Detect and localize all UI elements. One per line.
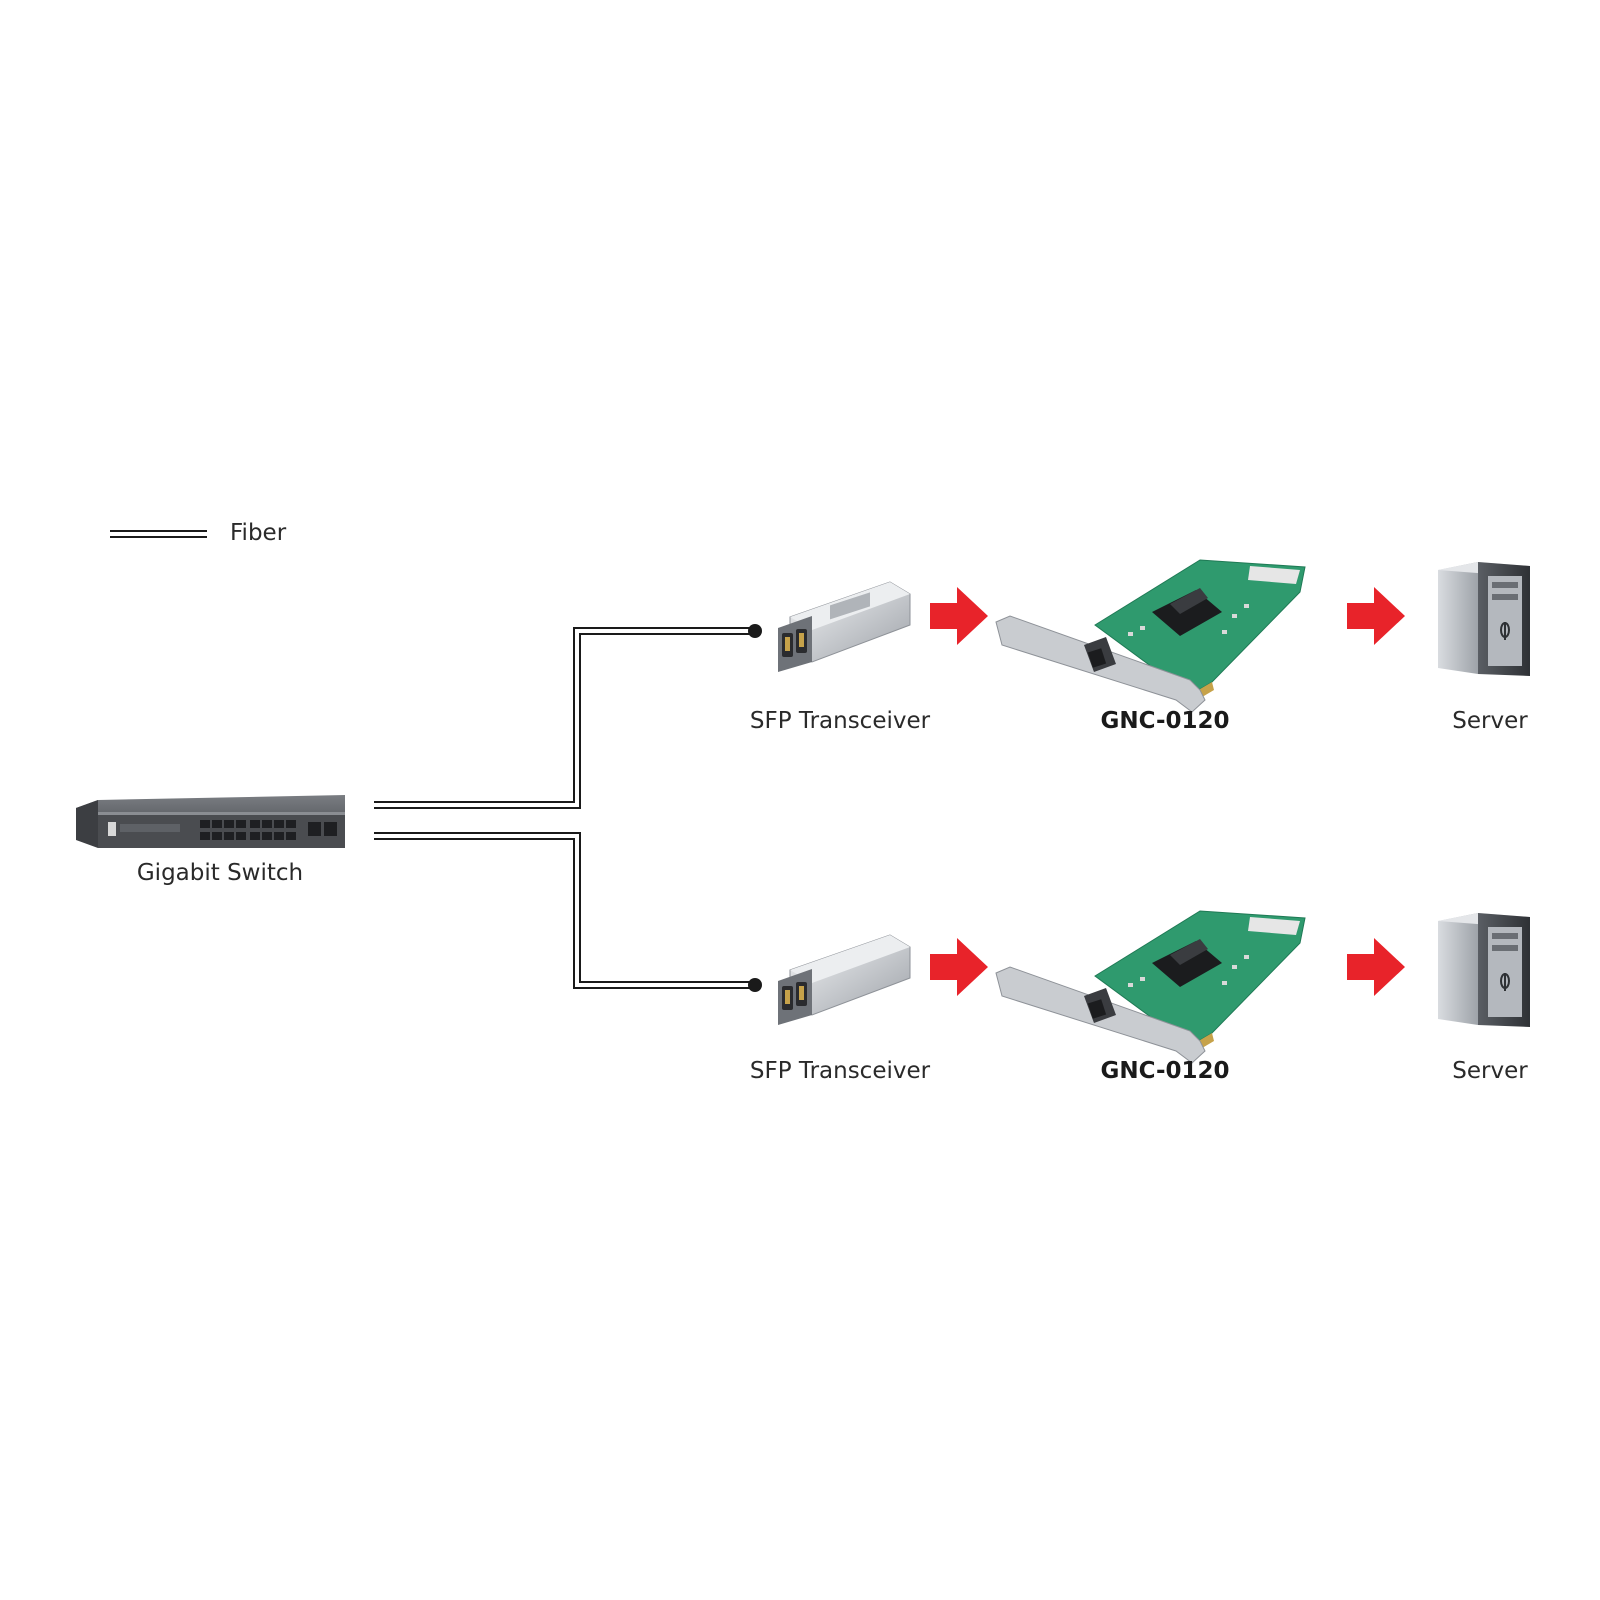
arrow-sfp-to-nic-bottom bbox=[930, 938, 988, 996]
fiber-endpoint-bottom bbox=[748, 978, 762, 992]
nic-label-top: GNC-0120 bbox=[1100, 708, 1230, 734]
nic-card-top-image bbox=[995, 559, 1306, 713]
server-bottom-image bbox=[1438, 913, 1530, 1027]
nic-label-bottom: GNC-0120 bbox=[1100, 1058, 1230, 1084]
fiber-link-bottom bbox=[374, 832, 762, 992]
server-label-bottom: Server bbox=[1452, 1058, 1528, 1084]
fiber-endpoint-top bbox=[748, 624, 762, 638]
gigabit-switch-image bbox=[76, 795, 345, 848]
sfp-label-top: SFP Transceiver bbox=[749, 708, 931, 734]
server-label-top: Server bbox=[1452, 708, 1528, 734]
arrow-sfp-to-nic-top bbox=[930, 587, 988, 645]
arrow-nic-to-server-top bbox=[1347, 587, 1405, 645]
nic-card-bottom-image bbox=[995, 910, 1306, 1064]
sfp-transceiver-top-image bbox=[778, 581, 911, 672]
server-top-image bbox=[1438, 562, 1530, 676]
fiber-link-top bbox=[374, 624, 762, 809]
sfp-transceiver-bottom-image bbox=[778, 934, 911, 1025]
legend-fiber-symbol bbox=[110, 530, 207, 538]
legend-fiber-label: Fiber bbox=[230, 520, 287, 546]
arrow-nic-to-server-bottom bbox=[1347, 938, 1405, 996]
switch-label: Gigabit Switch bbox=[136, 860, 304, 886]
sfp-label-bottom: SFP Transceiver bbox=[749, 1058, 931, 1084]
